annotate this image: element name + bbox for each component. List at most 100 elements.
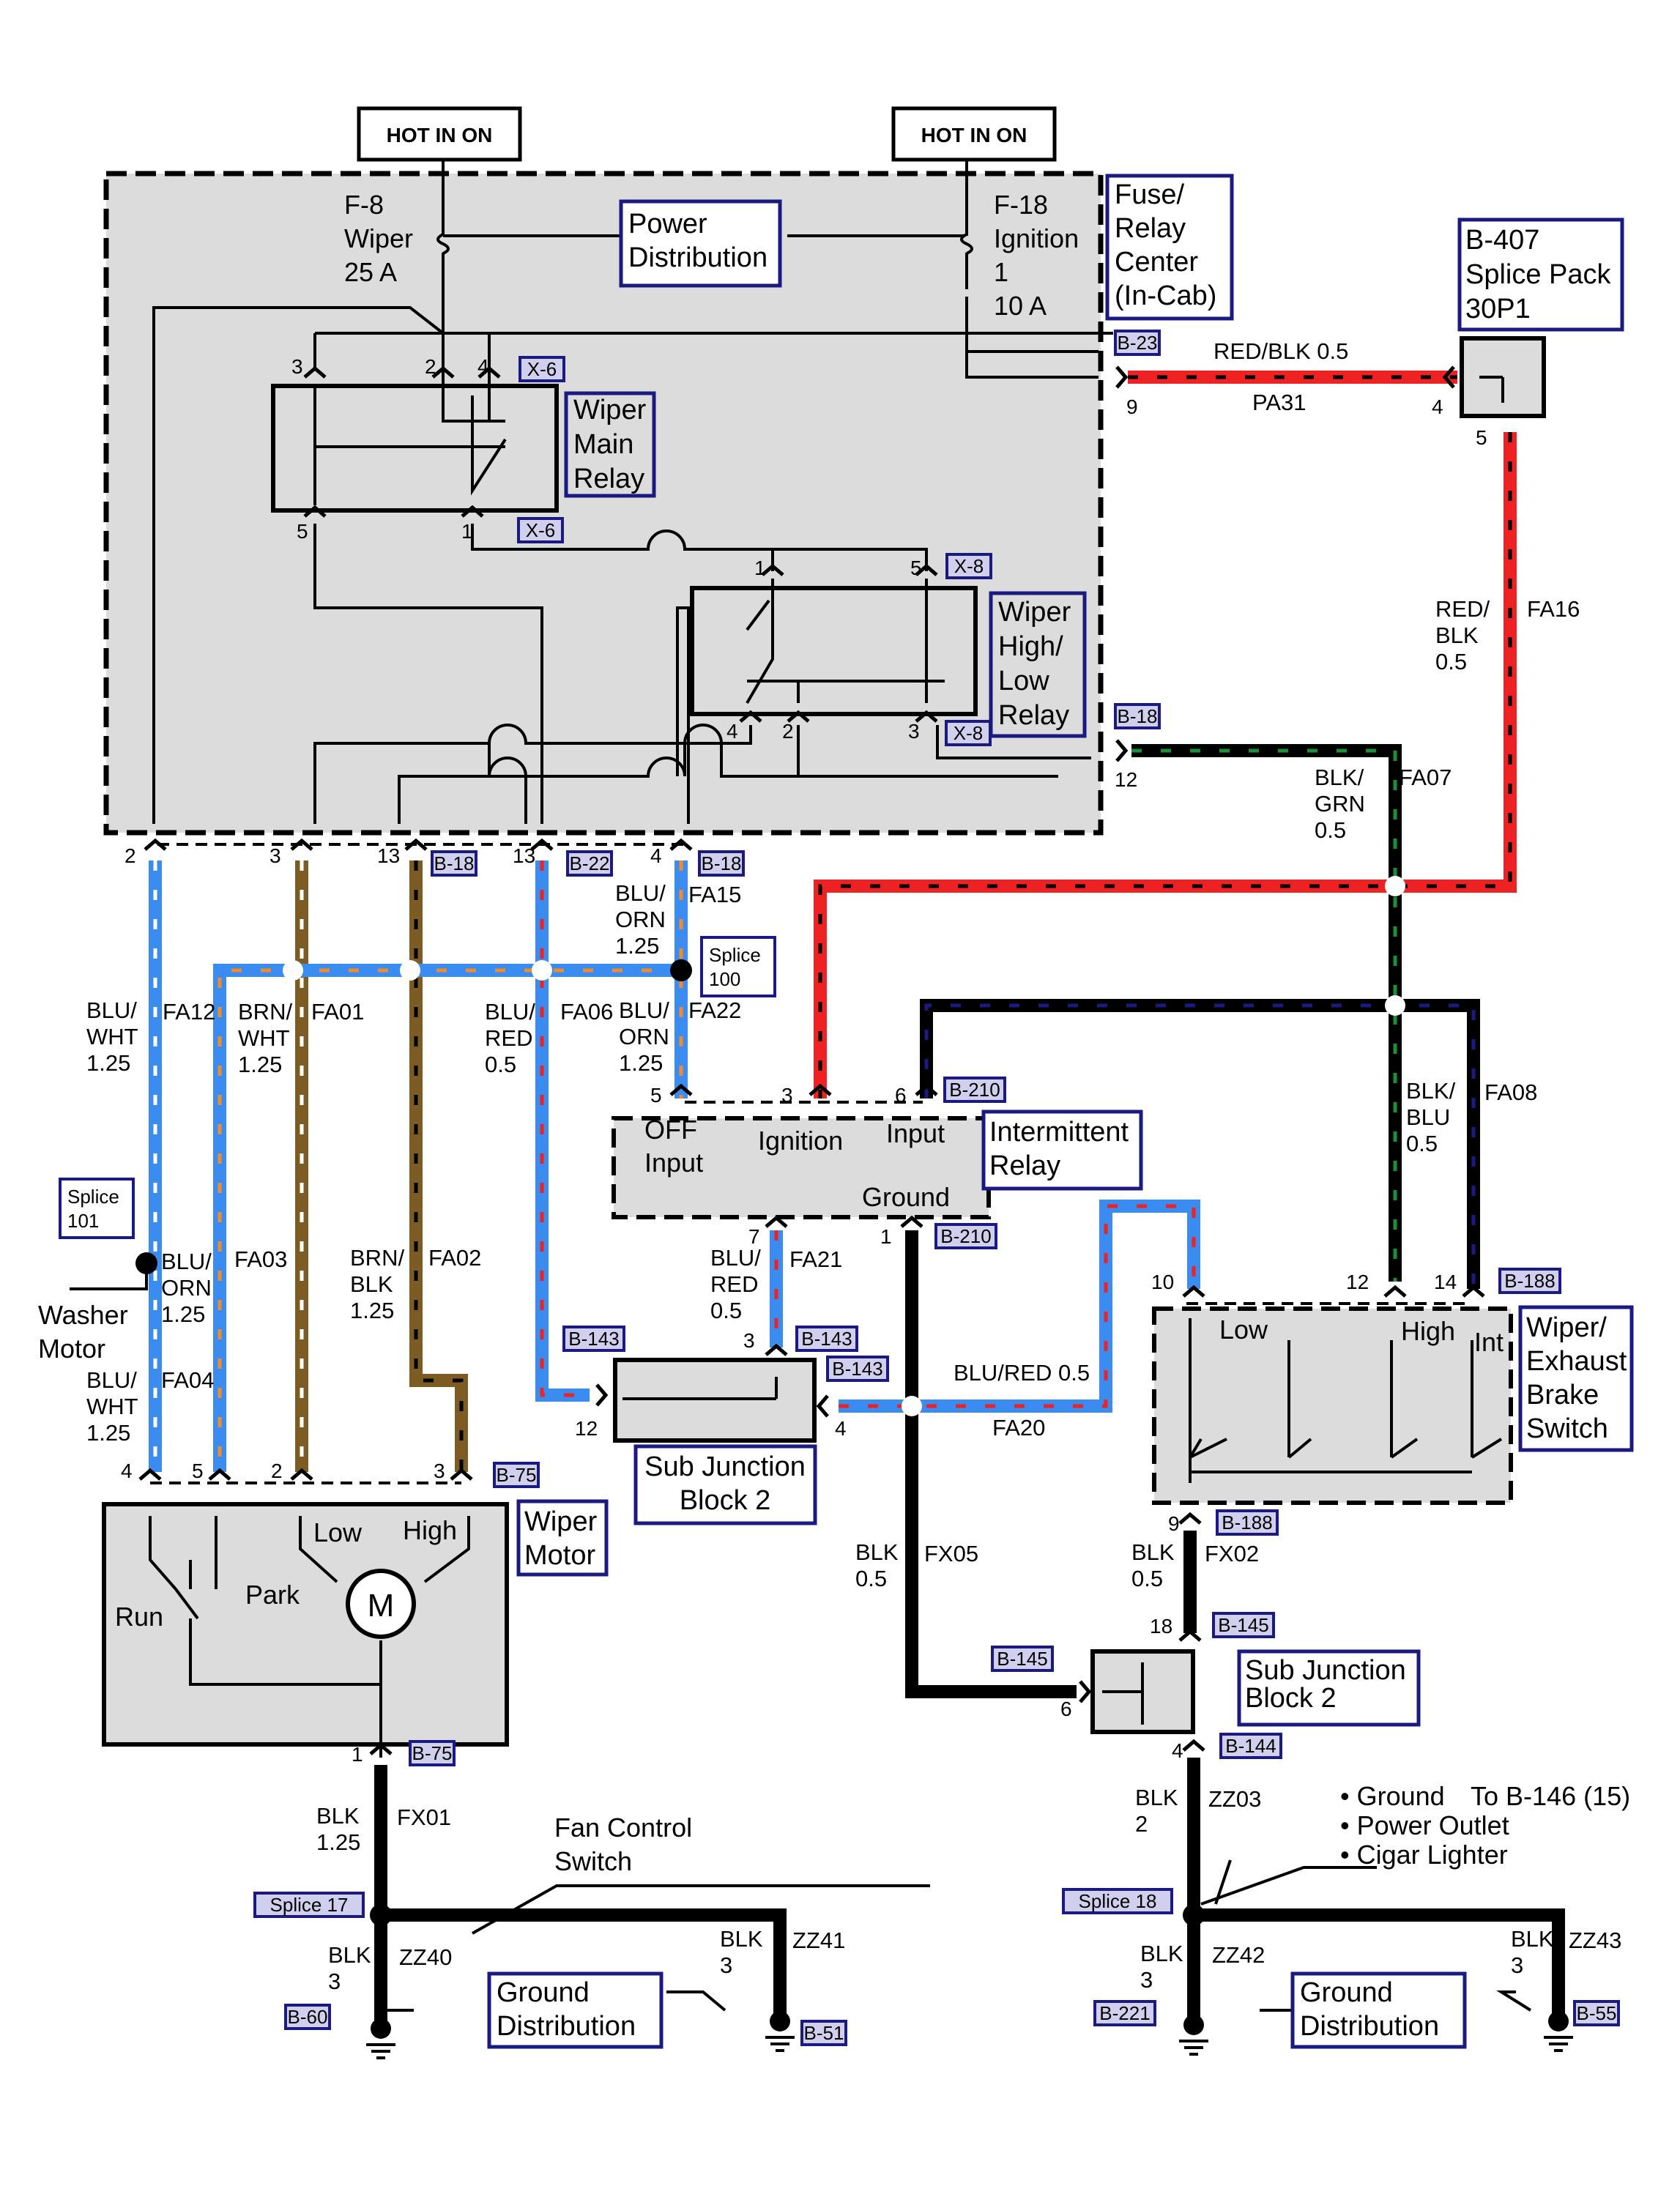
wire-label: ZZ42 xyxy=(1212,1942,1265,1968)
wiper-motor-box xyxy=(516,1499,609,1577)
connector-pin-icon xyxy=(1383,1285,1407,1298)
intermittent-relay-body xyxy=(612,1116,991,1219)
connector-tag-label: B-188 xyxy=(1222,1512,1272,1534)
wiper-motor-body xyxy=(102,1502,509,1747)
harness-wires xyxy=(135,371,1565,2029)
pin-number: 3 xyxy=(434,1460,445,1482)
wire-crossover xyxy=(532,960,552,981)
connector-tag-label: B-143 xyxy=(568,1328,619,1350)
connector-tag-label: B-51 xyxy=(804,2022,844,2044)
wire-label: ZZ03 xyxy=(1208,1786,1261,1812)
connector-tag xyxy=(945,720,992,746)
connector-tag-label: B-60 xyxy=(288,2006,328,2028)
connector-pin-icon xyxy=(739,710,762,723)
ground-distribution-right-box xyxy=(1290,1971,1467,2049)
connector-pin-icon xyxy=(290,1468,313,1481)
pin-number: 4 xyxy=(726,720,738,743)
pin-number: 13 xyxy=(377,844,400,867)
splice-pack-box xyxy=(1457,218,1624,332)
power-distribution-box xyxy=(619,199,782,288)
connector-pin-icon xyxy=(809,1083,832,1096)
pin-number: 1 xyxy=(461,520,473,543)
wire-crossover xyxy=(1385,995,1405,1016)
wire-label: FA03 xyxy=(234,1246,287,1272)
fuse-icon xyxy=(436,233,450,255)
connector-tag-label: B-22 xyxy=(570,852,610,874)
pin-number: 4 xyxy=(835,1417,847,1440)
connector-tag xyxy=(945,553,992,579)
connector-tag-label: B-188 xyxy=(1504,1270,1555,1292)
pin-number: 12 xyxy=(1346,1271,1369,1293)
connector-tag-label: Splice 18 xyxy=(1079,1890,1157,1912)
fuse-icon xyxy=(960,233,973,255)
connector-pin-icon xyxy=(669,838,693,851)
connector-pin-icon xyxy=(369,1742,393,1755)
connector-pin-icon xyxy=(1115,365,1129,389)
pin-number: 10 xyxy=(1151,1271,1174,1293)
connector-tag xyxy=(1216,1509,1279,1536)
connector-tag-label: B-210 xyxy=(940,1225,991,1247)
splice-dot xyxy=(370,1904,392,1926)
connector-pin-icon xyxy=(303,365,327,379)
wire-fa07 xyxy=(1131,744,1402,1282)
connector-pin-icon xyxy=(144,838,167,851)
pin-number: 3 xyxy=(270,844,281,867)
connector-tag xyxy=(991,1646,1054,1672)
pin-number: 9 xyxy=(1126,395,1138,418)
wiper-high-low-relay-box xyxy=(989,591,1087,738)
intermittent-relay-box xyxy=(981,1109,1143,1191)
connector-tag-label: B-145 xyxy=(1218,1614,1268,1636)
pin-number: 9 xyxy=(1168,1512,1180,1535)
connector-tag-label: X-8 xyxy=(954,722,983,744)
connector-tag-label: Splice 17 xyxy=(270,1894,349,1916)
wire-label: ZZ41 xyxy=(792,1928,845,1953)
ground-distribution-left-box xyxy=(487,1971,664,2049)
connector-tag-label: B-145 xyxy=(997,1648,1047,1670)
connector-pin-icon xyxy=(915,1083,938,1096)
wire-crossover xyxy=(400,960,420,981)
connector-tag xyxy=(517,517,564,543)
connector-tag xyxy=(562,1326,625,1352)
connector-tag xyxy=(493,1462,540,1488)
switch-high-label: High xyxy=(1401,1316,1455,1346)
pin-number: 5 xyxy=(650,1084,662,1107)
wire-label: FA20 xyxy=(992,1415,1045,1440)
wire-label: FA21 xyxy=(789,1246,842,1272)
ground-list-label: • Ground xyxy=(1340,1781,1445,1811)
relay-input-label: Input xyxy=(886,1118,945,1148)
ground-icon xyxy=(1544,2011,1573,2052)
ground-icon xyxy=(1179,2015,1208,2056)
connector-pin-icon xyxy=(816,1394,829,1418)
connector-pin-icon xyxy=(1079,1680,1092,1703)
connector-pin-icon xyxy=(1462,1285,1485,1298)
pin-number: 7 xyxy=(748,1225,760,1248)
connector-pin-icon xyxy=(1178,1629,1202,1642)
wire-fa06 xyxy=(535,860,590,1402)
connector-tag xyxy=(1062,1888,1173,1914)
connector-tag xyxy=(800,2020,847,2046)
wire-label: FA12 xyxy=(163,999,215,1025)
pin-number: 6 xyxy=(895,1084,907,1107)
connector-tag xyxy=(1114,330,1161,356)
connector-pin-icon xyxy=(915,710,938,723)
pin-number: 5 xyxy=(910,557,922,579)
connector-pin-icon xyxy=(1182,1285,1205,1298)
connector-pin-icon xyxy=(404,838,428,851)
connector-tag xyxy=(1212,1612,1275,1638)
wire-label: BLU/RED 0.5 xyxy=(954,1360,1090,1386)
connector-tag xyxy=(519,356,565,382)
wiper-switch-body xyxy=(1152,1306,1513,1505)
wire-label: FA08 xyxy=(1484,1079,1537,1105)
wire-fa03 xyxy=(213,964,681,1472)
